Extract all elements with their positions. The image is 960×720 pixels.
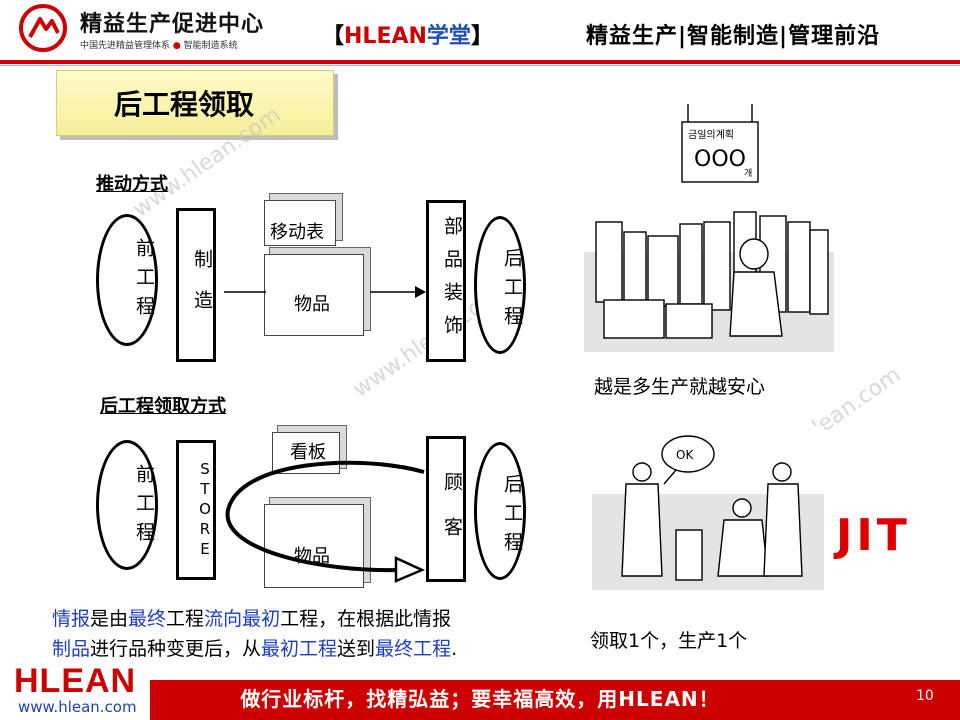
brand-subtitle: 中国先进精益管理体系 ● 智能制造系统 bbox=[80, 38, 238, 51]
pull-store-label: STORE bbox=[196, 460, 214, 560]
push-downstream-label: 后工程 bbox=[501, 247, 523, 335]
footer-logo-area bbox=[0, 664, 150, 720]
push-downstream-ellipse bbox=[474, 216, 526, 354]
ok-bubble-text: OK bbox=[676, 448, 694, 462]
push-section-label: 推动方式 bbox=[96, 174, 168, 195]
info-part: 最终 bbox=[128, 608, 167, 630]
pull-downstream-label: 后工程 bbox=[501, 473, 523, 561]
push-upstream-ellipse bbox=[96, 214, 158, 346]
push-assembly-label: 部品装饰 bbox=[441, 216, 463, 348]
info-part: 最终工程 bbox=[375, 638, 452, 660]
pull-customer-label: 顾客 bbox=[441, 472, 463, 562]
push-upstream-label: 前工程 bbox=[133, 237, 155, 325]
info-part: 制品 bbox=[52, 638, 91, 660]
sign-value: OOO bbox=[694, 147, 746, 172]
top-illustration-caption: 越是多生产就越安心 bbox=[594, 376, 766, 398]
title-box bbox=[56, 70, 334, 136]
footer-slogan: 做行业标杆，找精弘益；要幸福高效，用HLEAN！ bbox=[240, 687, 720, 711]
push-assembly-box bbox=[426, 200, 466, 362]
footer-logo: HLEAN bbox=[14, 662, 137, 700]
tag-close: 】 bbox=[470, 24, 493, 49]
info-part: 工程 bbox=[166, 608, 205, 630]
tag-open: 【 bbox=[322, 24, 345, 49]
pull-upstream-label: 前工程 bbox=[133, 463, 155, 551]
info-part: 情报 bbox=[52, 608, 91, 630]
push-goods-box bbox=[264, 254, 364, 336]
pull-customer-box bbox=[426, 436, 466, 582]
brand-subtitle-right: 智能制造系统 bbox=[183, 41, 238, 51]
push-tag-label: 移动表 bbox=[270, 222, 324, 243]
push-flow-arrow bbox=[224, 286, 426, 298]
info-part: 流向 bbox=[204, 608, 243, 630]
tag-hlean: HLEAN bbox=[344, 24, 427, 49]
bottom-illustration-caption: 领取1个，生产1个 bbox=[590, 630, 748, 652]
footer-bar bbox=[0, 680, 960, 720]
info-part: 进行品种变更后，从 bbox=[90, 638, 262, 660]
page-number: 10 bbox=[916, 688, 934, 704]
header-divider-thin bbox=[0, 65, 960, 66]
info-part: 最初工程 bbox=[261, 638, 338, 660]
pull-downstream-ellipse bbox=[474, 442, 526, 580]
pull-production-illustration: OK bbox=[592, 426, 824, 612]
brand-title: 精益生产促进中心 bbox=[80, 12, 265, 37]
pull-store-box bbox=[176, 440, 216, 580]
pull-section-label: 后工程领取方式 bbox=[100, 396, 226, 417]
push-goods-label: 物品 bbox=[294, 294, 330, 315]
info-part: 是由 bbox=[90, 608, 129, 630]
header-divider bbox=[0, 60, 960, 64]
info-part: 工程，在根据此情报 bbox=[280, 608, 452, 630]
page-title: 后工程领取 bbox=[114, 88, 255, 121]
jit-label: JIT bbox=[836, 510, 911, 561]
hlean-school-tag: 【HLEAN学堂】 bbox=[322, 18, 493, 50]
header-right-text: 精益生产|智能制造|管理前沿 bbox=[586, 24, 881, 49]
tag-school: 学堂 bbox=[426, 24, 471, 49]
pull-loop-arrow bbox=[225, 460, 426, 583]
footer-url-link[interactable]: www.hlean.com bbox=[18, 698, 137, 716]
info-part: 最初 bbox=[242, 608, 281, 630]
push-manufacture-box bbox=[176, 208, 216, 362]
push-manufacture-label: 制造 bbox=[191, 249, 213, 331]
overproduction-illustration: 금일의계획 OOO 개 bbox=[584, 104, 834, 366]
brand-logo-icon bbox=[19, 4, 67, 52]
sign-unit: 개 bbox=[744, 168, 752, 179]
pull-kanban-label: 看板 bbox=[290, 442, 326, 463]
info-paragraph: 情报是由最终工程流向最初工程，在根据此情报 制品进行品种变更后，从最初工程送到最… bbox=[52, 604, 572, 664]
sign-text: 금일의계획 bbox=[688, 129, 734, 141]
info-part: . bbox=[451, 638, 458, 660]
push-tag-box bbox=[264, 200, 336, 246]
brand-subtitle-sep: ● bbox=[172, 41, 181, 51]
brand-subtitle-left: 中国先进精益管理体系 bbox=[80, 41, 171, 51]
pull-goods-box bbox=[264, 504, 364, 588]
info-part: 送到 bbox=[337, 638, 376, 660]
pull-upstream-ellipse bbox=[96, 440, 158, 570]
